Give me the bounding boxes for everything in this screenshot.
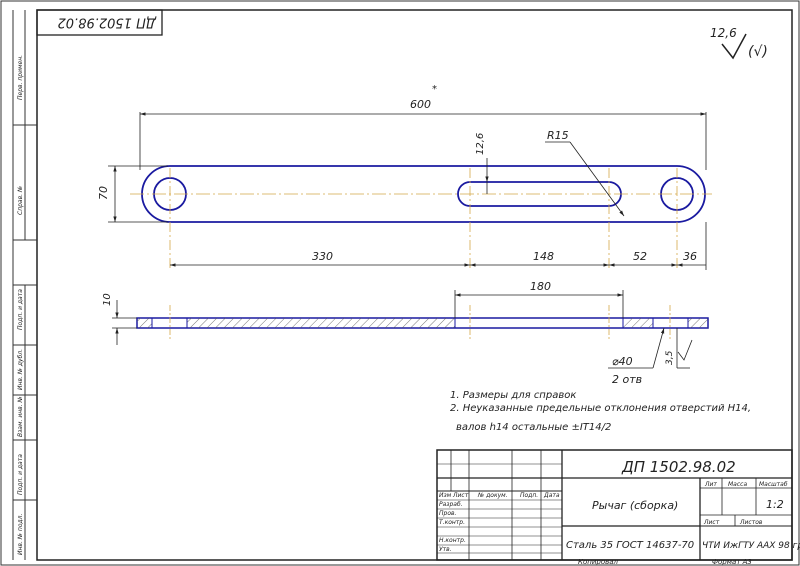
side-label-ref: Справ. № xyxy=(17,186,24,215)
role-norm-control: Н.контр. xyxy=(439,537,466,544)
title-material: Сталь 35 ГОСТ 14637-70 xyxy=(566,540,694,551)
side-label-first-use: Перв. примен. xyxy=(17,55,24,100)
row-header-sign: Подп. xyxy=(520,492,538,499)
radius-label: R15 xyxy=(547,129,569,142)
scale-header: Масштаб xyxy=(759,481,788,488)
format-label: Формат А3 xyxy=(712,558,752,566)
dim-overall-label: 600 xyxy=(410,98,431,111)
hole-callout xyxy=(608,327,693,369)
lit-header: Лит xyxy=(704,481,717,488)
side-label-replace-inv: Взам. инв. № xyxy=(17,396,24,437)
radius-leader xyxy=(545,141,625,217)
row-header-change: Изм xyxy=(439,492,452,499)
sheets-label: Листов xyxy=(739,519,763,526)
copied-label: Копировал xyxy=(578,558,619,566)
role-tech-control: Т.контр. xyxy=(439,519,465,526)
dim-52-label: 52 xyxy=(633,250,647,263)
row-header-doc: № докум. xyxy=(477,492,508,499)
role-developer: Разраб. xyxy=(439,501,463,508)
roughness-check-icon xyxy=(721,33,747,60)
row-header-sheet: Лист xyxy=(452,492,469,499)
side-label-sign-date-2: Подп. и дата xyxy=(17,454,24,495)
lever-side-view xyxy=(136,305,709,340)
dim-thickness-label: 10 xyxy=(102,293,113,306)
sheet-label: Лист xyxy=(703,519,720,526)
role-approved: Утв. xyxy=(439,546,452,553)
side-label-sign-date-1: Подп. и дата xyxy=(17,289,24,330)
note-2: 2. Неуказанные предельные отклонения отв… xyxy=(450,403,751,414)
role-checker: Пров. xyxy=(439,510,457,517)
dim-thickness xyxy=(112,300,137,345)
code-box-top xyxy=(36,9,163,36)
title-org: ЧТИ ИжГТУ ААХ 98 гр. xyxy=(702,541,800,551)
side-strip xyxy=(12,10,37,560)
dim-180-label: 180 xyxy=(530,280,551,293)
row-header-date: Дата xyxy=(543,492,560,499)
mass-header: Масса xyxy=(728,481,747,488)
title-scale-value: 1:2 xyxy=(766,498,784,511)
side-label-dup-inv: Инв. № дубл. xyxy=(17,349,24,390)
hole-count-label: 2 отв xyxy=(612,373,642,386)
dim-180 xyxy=(454,290,624,318)
dim-chain xyxy=(170,222,707,270)
title-code: ДП 1502.98.02 xyxy=(621,458,736,476)
dim-148-label: 148 xyxy=(533,250,554,263)
note-1: 1. Размеры для справок xyxy=(450,390,576,401)
code-mirrored: ДП 1502.98.02 xyxy=(58,15,158,30)
note-3: валов h14 остальные ±IT14/2 xyxy=(456,422,611,433)
ref-star: * xyxy=(432,84,437,95)
dim-36-label: 36 xyxy=(683,250,697,263)
side-label-orig-inv: Инв. № подл. xyxy=(17,514,24,555)
dim-height xyxy=(108,165,168,223)
dim-height-label: 70 xyxy=(97,186,110,200)
lever-plan-view xyxy=(130,165,712,270)
dim-330-label: 330 xyxy=(312,250,333,263)
roughness-paren: (√) xyxy=(748,44,768,60)
roughness-value: 12,6 xyxy=(710,26,737,40)
title-name: Рычаг (сборка) xyxy=(592,499,678,512)
title-block xyxy=(436,449,793,561)
hole-roughness-label: 3,5 xyxy=(665,350,675,365)
hole-diameter-label: ⌀40 xyxy=(612,355,633,368)
dim-slot-offset-label: 12,6 xyxy=(475,133,486,155)
dim-overall xyxy=(139,112,707,170)
